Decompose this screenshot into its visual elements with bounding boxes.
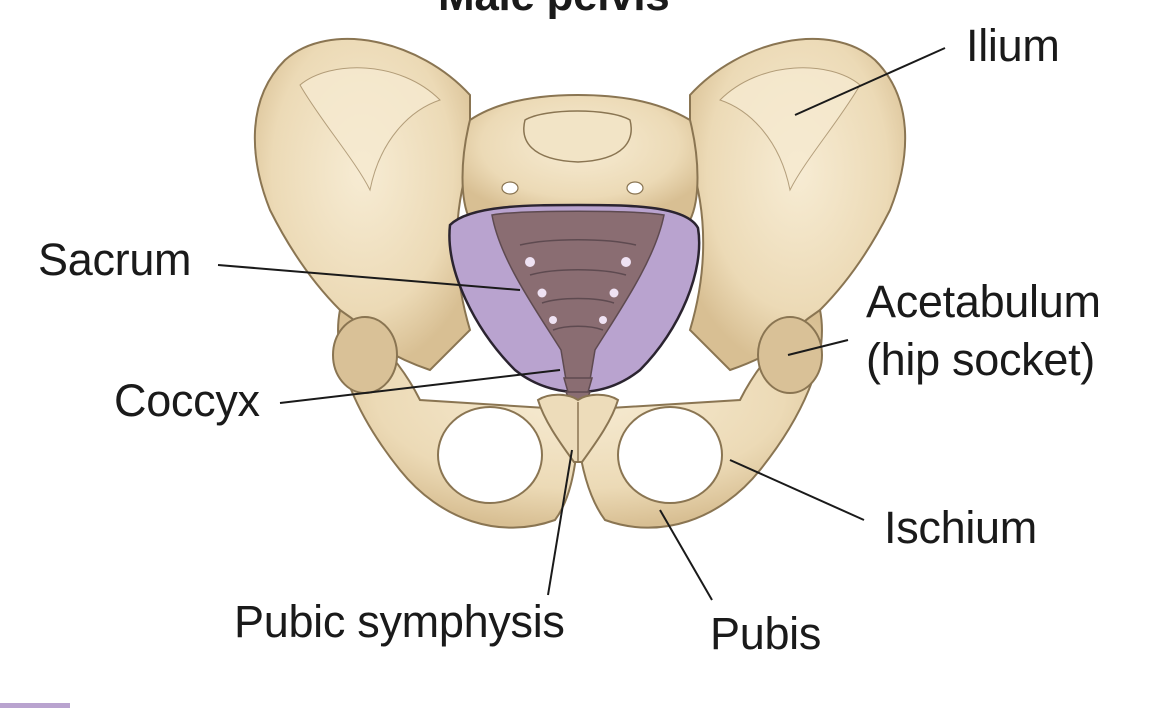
right-obturator-foramen bbox=[617, 406, 723, 504]
label-ischium: Ischium bbox=[884, 502, 1037, 553]
label-pubic-symphysis: Pubic symphysis bbox=[234, 596, 565, 647]
right-ilium bbox=[688, 37, 907, 372]
left-acetabulum bbox=[332, 316, 398, 394]
label-acetabulum: Acetabulum bbox=[866, 276, 1101, 327]
sacrum bbox=[491, 210, 665, 381]
leader-pubis bbox=[659, 509, 713, 601]
left-obturator-foramen bbox=[437, 406, 543, 504]
leader-ischium bbox=[729, 459, 865, 521]
leader-ilium bbox=[794, 47, 946, 116]
leader-acetabulum bbox=[787, 339, 849, 356]
left-ilium bbox=[253, 37, 472, 372]
leader-coccyx bbox=[279, 369, 561, 404]
legend-swatch bbox=[0, 703, 70, 708]
leader-lines bbox=[217, 47, 946, 601]
leader-sacrum bbox=[217, 264, 521, 291]
label-sacrum: Sacrum bbox=[38, 234, 192, 285]
label-coccyx: Coccyx bbox=[114, 375, 260, 426]
leader-pubic-symphysis bbox=[547, 449, 573, 596]
diagram-title: Male pelvis bbox=[438, 0, 670, 22]
label-pubis: Pubis bbox=[710, 608, 822, 659]
label-acetabulum-note: (hip socket) bbox=[866, 334, 1095, 385]
label-ilium: Ilium bbox=[966, 20, 1060, 71]
